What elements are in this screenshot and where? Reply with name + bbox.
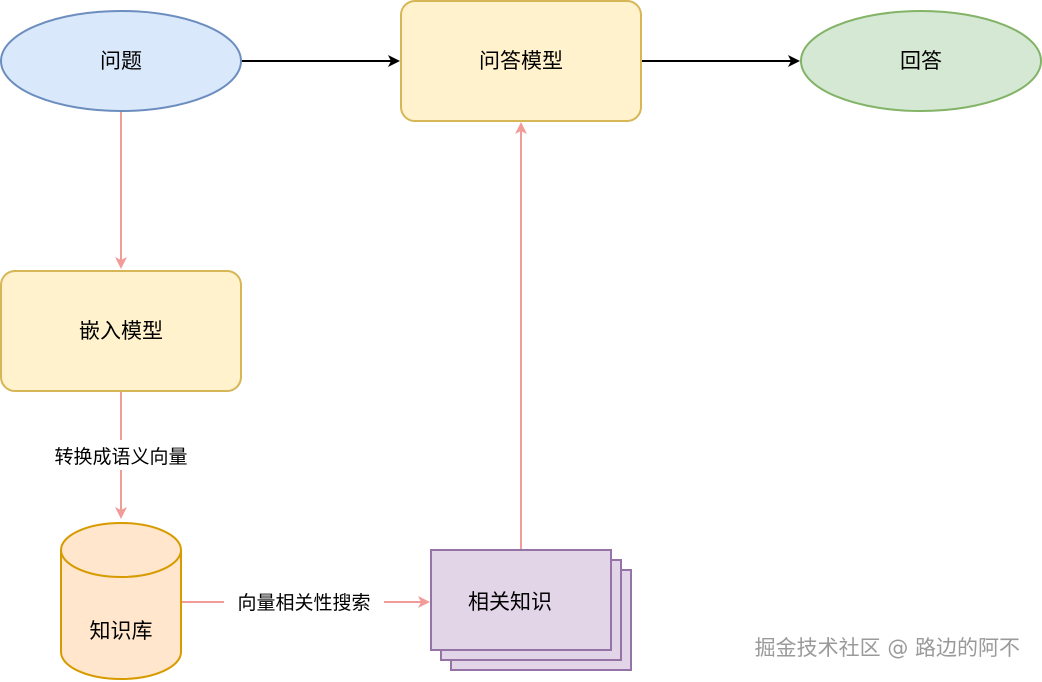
related-knowledge-label: 相关知识: [468, 590, 552, 614]
embedding-model-node: [0, 270, 242, 392]
related-knowledge-node: [430, 549, 632, 671]
embedding-model-label: 嵌入模型: [79, 319, 163, 343]
question-label: 问题: [100, 49, 142, 73]
qa-model-node: [400, 0, 642, 122]
answer-node: [800, 10, 1042, 112]
knowledge-base-label: 知识库: [90, 619, 153, 643]
edge-label-kb-to-related: 向量相关性搜索: [237, 592, 370, 614]
edge-label-embed-to-kb: 转换成语义向量: [54, 446, 187, 468]
answer-label: 回答: [900, 49, 942, 73]
edge-label-bg-embed: [40, 440, 202, 470]
watermark-text: 掘金技术社区 @ 路边的阿不: [755, 636, 1020, 660]
qa-model-label: 问答模型: [479, 49, 563, 73]
question-node: [0, 10, 242, 112]
knowledge-base-node: [60, 522, 182, 680]
edge-label-bg-search: [224, 588, 384, 618]
